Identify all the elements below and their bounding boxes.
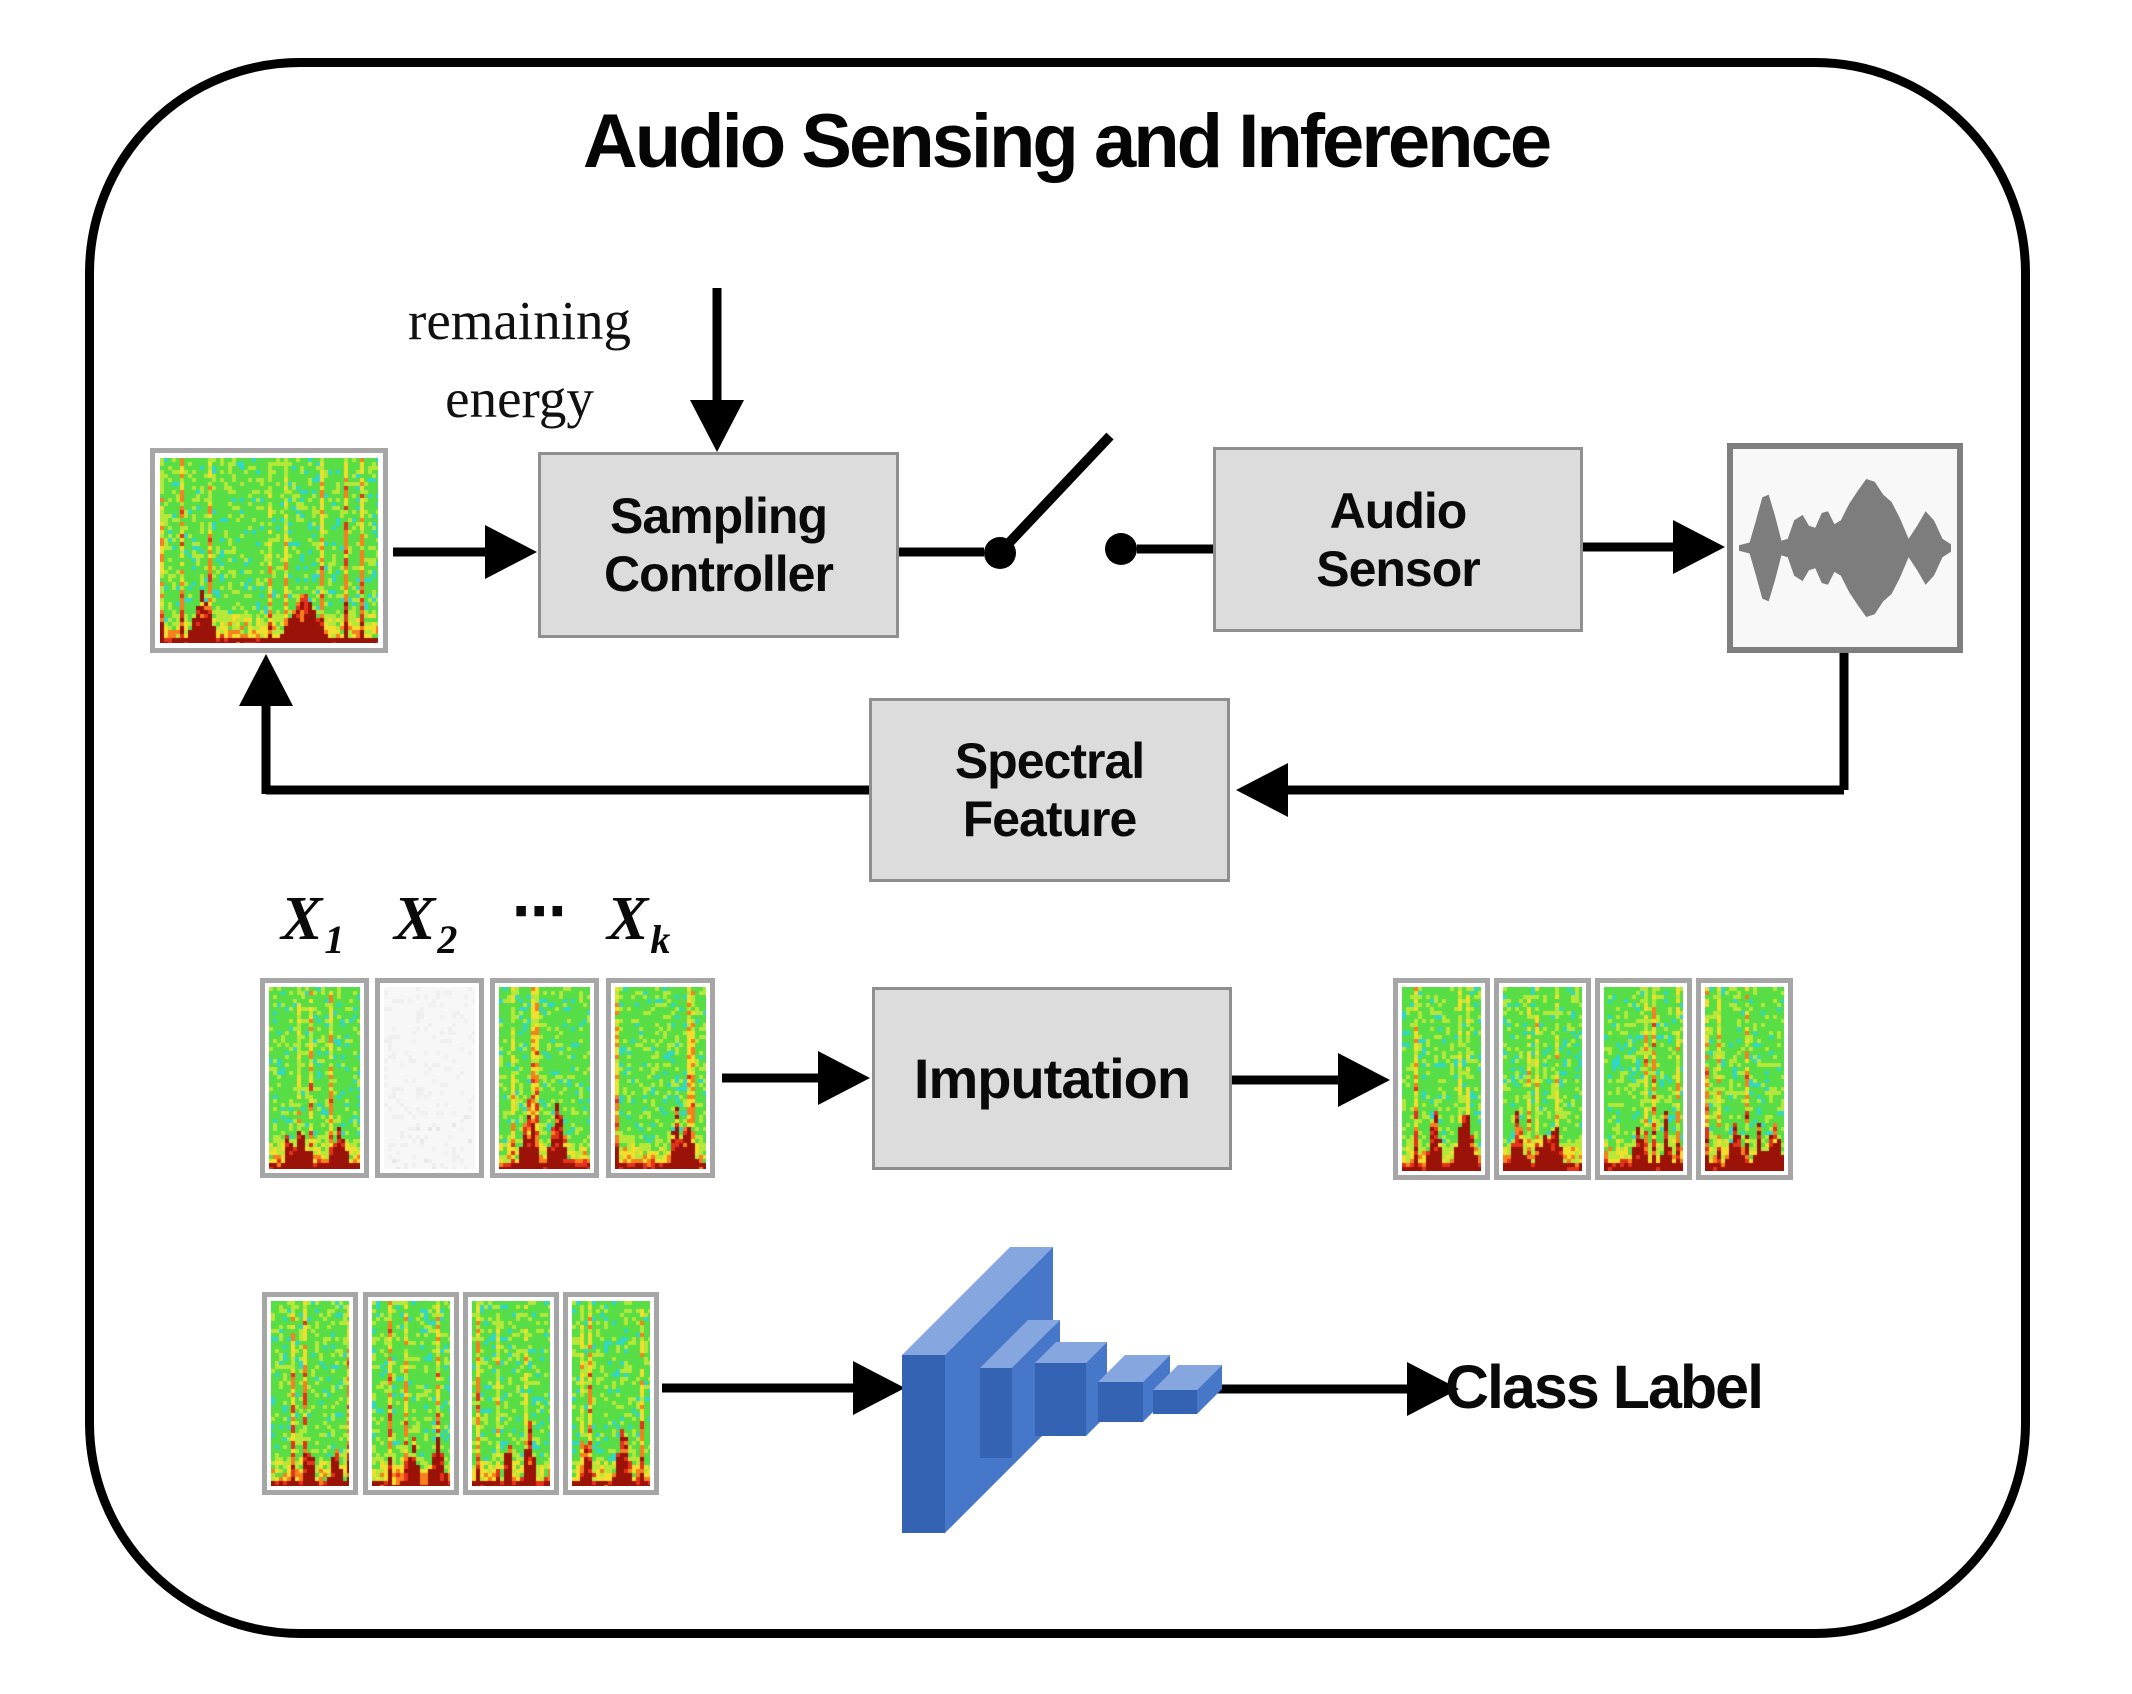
class-label-text: Class Label xyxy=(1445,1352,1805,1422)
seq-label-x1: X1 xyxy=(281,884,344,963)
sampling-controller-label-line1: Sampling xyxy=(610,487,827,545)
output-strip-3 xyxy=(1595,978,1692,1180)
waveform-shape xyxy=(1739,479,1951,617)
output-strip-4-canvas xyxy=(1705,987,1784,1171)
inference-strip-2-canvas xyxy=(372,1301,450,1486)
input-strip-1 xyxy=(260,978,369,1178)
spectral-feature-label-line1: Spectral xyxy=(955,732,1144,790)
audio-sensor-label-line1: Audio xyxy=(1330,482,1467,540)
output-strip-3-canvas xyxy=(1604,987,1683,1171)
inference-strip-2 xyxy=(363,1292,459,1495)
remaining-energy-label: remaining energy xyxy=(372,282,667,438)
imputation-label: Imputation xyxy=(914,1050,1190,1108)
output-strip-4 xyxy=(1696,978,1793,1180)
inference-strip-4 xyxy=(563,1292,659,1495)
input-strip-2-canvas xyxy=(384,987,475,1169)
feedback-spectrogram-canvas xyxy=(160,458,378,643)
inference-strip-4-canvas xyxy=(572,1301,650,1486)
output-strip-1-canvas xyxy=(1402,987,1481,1171)
input-strip-4-canvas xyxy=(615,987,706,1169)
input-strip-1-canvas xyxy=(269,987,360,1169)
audio-sensor-label-line2: Sensor xyxy=(1316,540,1480,598)
remaining-energy-line2: energy xyxy=(372,360,667,438)
input-strip-3 xyxy=(490,978,599,1178)
seq-label-xk: Xk xyxy=(607,884,670,963)
input-strip-2-missing xyxy=(375,978,484,1178)
input-strip-4 xyxy=(606,978,715,1178)
remaining-energy-line1: remaining xyxy=(372,282,667,360)
output-strip-2-canvas xyxy=(1503,987,1582,1171)
waveform-svg xyxy=(1733,449,1957,647)
seq-label-ellipsis: ⋯ xyxy=(512,880,567,943)
inference-strip-3 xyxy=(463,1292,559,1495)
inference-strip-1 xyxy=(262,1292,358,1495)
output-strip-1 xyxy=(1393,978,1490,1180)
output-strip-2 xyxy=(1494,978,1591,1180)
spectral-feature-box: Spectral Feature xyxy=(869,698,1230,882)
imputation-box: Imputation xyxy=(872,987,1232,1170)
sampling-controller-label-line2: Controller xyxy=(604,545,833,603)
seq-label-x2: X2 xyxy=(394,884,457,963)
feedback-spectrogram-icon xyxy=(150,448,388,653)
page-title: Audio Sensing and Inference xyxy=(0,100,2132,184)
sampling-controller-box: Sampling Controller xyxy=(538,452,899,638)
waveform-icon xyxy=(1727,443,1963,653)
spectral-feature-label-line2: Feature xyxy=(963,790,1137,848)
inference-strip-3-canvas xyxy=(472,1301,550,1486)
inference-strip-1-canvas xyxy=(271,1301,349,1486)
input-strip-3-canvas xyxy=(499,987,590,1169)
audio-sensor-box: Audio Sensor xyxy=(1213,447,1583,632)
